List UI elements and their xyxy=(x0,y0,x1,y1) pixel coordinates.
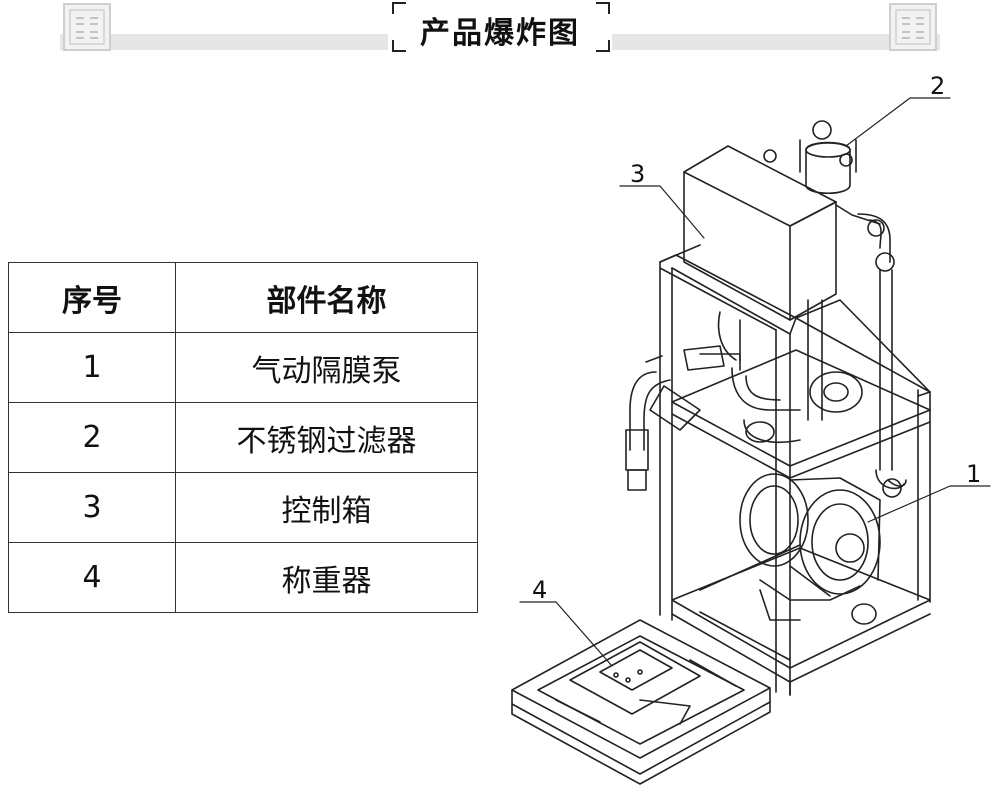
leader-line-4 xyxy=(519,601,613,667)
part-name: 不锈钢过滤器 xyxy=(175,402,478,473)
column-header-part-name: 部件名称 xyxy=(175,262,478,333)
callout-number: 3 xyxy=(630,160,645,188)
seal-stamp-icon xyxy=(889,3,937,51)
table-row: 2 不锈钢过滤器 xyxy=(8,402,478,473)
title-bracket xyxy=(392,40,406,52)
outlet-pipe xyxy=(857,213,907,498)
column-header-number: 序号 xyxy=(8,262,176,333)
steel-frame xyxy=(659,244,931,696)
part-number: 4 xyxy=(8,542,176,613)
leader-line-3 xyxy=(619,185,705,239)
part-name: 气动隔膜泵 xyxy=(175,332,478,403)
title-bracket xyxy=(596,40,610,52)
title-bracket xyxy=(596,2,610,14)
parts-table: 序号 部件名称 1 气动隔膜泵 2 不锈钢过滤器 3 控制箱 4 称重器 xyxy=(8,262,478,613)
part-name: 称重器 xyxy=(175,542,478,613)
inlet-pipe xyxy=(625,345,741,491)
control-box xyxy=(683,145,837,321)
table-header-row: 序号 部件名称 xyxy=(8,262,478,333)
internal-piping xyxy=(717,299,863,443)
part-name: 控制箱 xyxy=(175,472,478,543)
leader-line-2 xyxy=(845,97,951,147)
title-box xyxy=(388,0,612,52)
leader-line-1 xyxy=(867,485,991,523)
callout-number: 4 xyxy=(532,576,547,604)
seal-stamp-icon xyxy=(63,3,111,51)
page-title: 产品爆炸图 xyxy=(420,16,580,51)
stainless-filter xyxy=(763,120,881,225)
callout-number: 1 xyxy=(966,460,981,488)
table-row: 3 控制箱 xyxy=(8,472,478,543)
title-bracket xyxy=(392,2,406,14)
part-number: 3 xyxy=(8,472,176,543)
callout-leaders xyxy=(519,97,991,667)
table-row: 1 气动隔膜泵 xyxy=(8,332,478,403)
part-number: 1 xyxy=(8,332,176,403)
table-row: 4 称重器 xyxy=(8,542,478,613)
weighing-scale xyxy=(511,619,771,785)
diaphragm-pump xyxy=(739,473,881,625)
part-number: 2 xyxy=(8,402,176,473)
callout-number: 2 xyxy=(930,72,945,100)
